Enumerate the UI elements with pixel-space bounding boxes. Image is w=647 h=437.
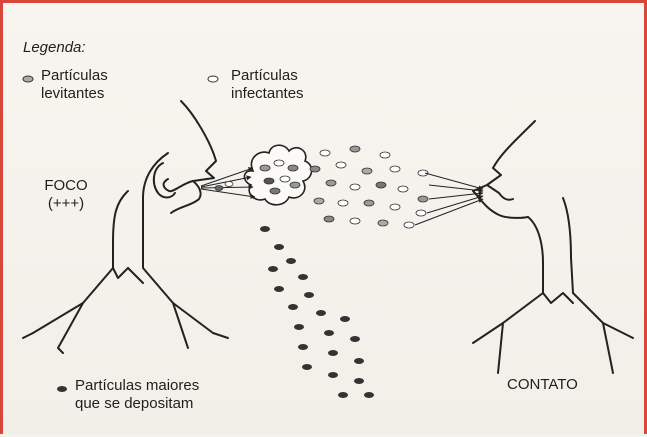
levitating-particles-label: Partículas levitantes (41, 67, 108, 103)
deposit-particles-label: Partículas maiores que se depositam (75, 377, 199, 413)
levitating-particle-legend-icon (23, 76, 33, 82)
source-person-outline (23, 101, 228, 353)
droplet-cloud (244, 145, 311, 205)
infecting-particles-label: Partículas infectantes (231, 67, 304, 103)
airborne-particles (310, 146, 428, 228)
deposit-particle-legend-icon (57, 386, 67, 392)
infecting-label-line1: Partículas (231, 67, 304, 85)
deposit-label-line1: Partículas maiores (75, 377, 199, 395)
source-label: FOCO (+++) (35, 177, 97, 213)
levitating-label-line1: Partículas (41, 67, 108, 85)
source-label-text: FOCO (35, 177, 97, 195)
infecting-label-line2: infectantes (231, 85, 304, 103)
deposit-particles (260, 226, 374, 398)
infecting-particle-legend-icon (208, 76, 218, 82)
legend-title: Legenda: (23, 39, 86, 57)
source-intensity: (+++) (35, 195, 97, 213)
levitating-label-line2: levitantes (41, 85, 108, 103)
deposit-label-line2: que se depositam (75, 395, 199, 413)
target-label: CONTATO (507, 376, 578, 394)
target-person-outline (473, 121, 633, 373)
